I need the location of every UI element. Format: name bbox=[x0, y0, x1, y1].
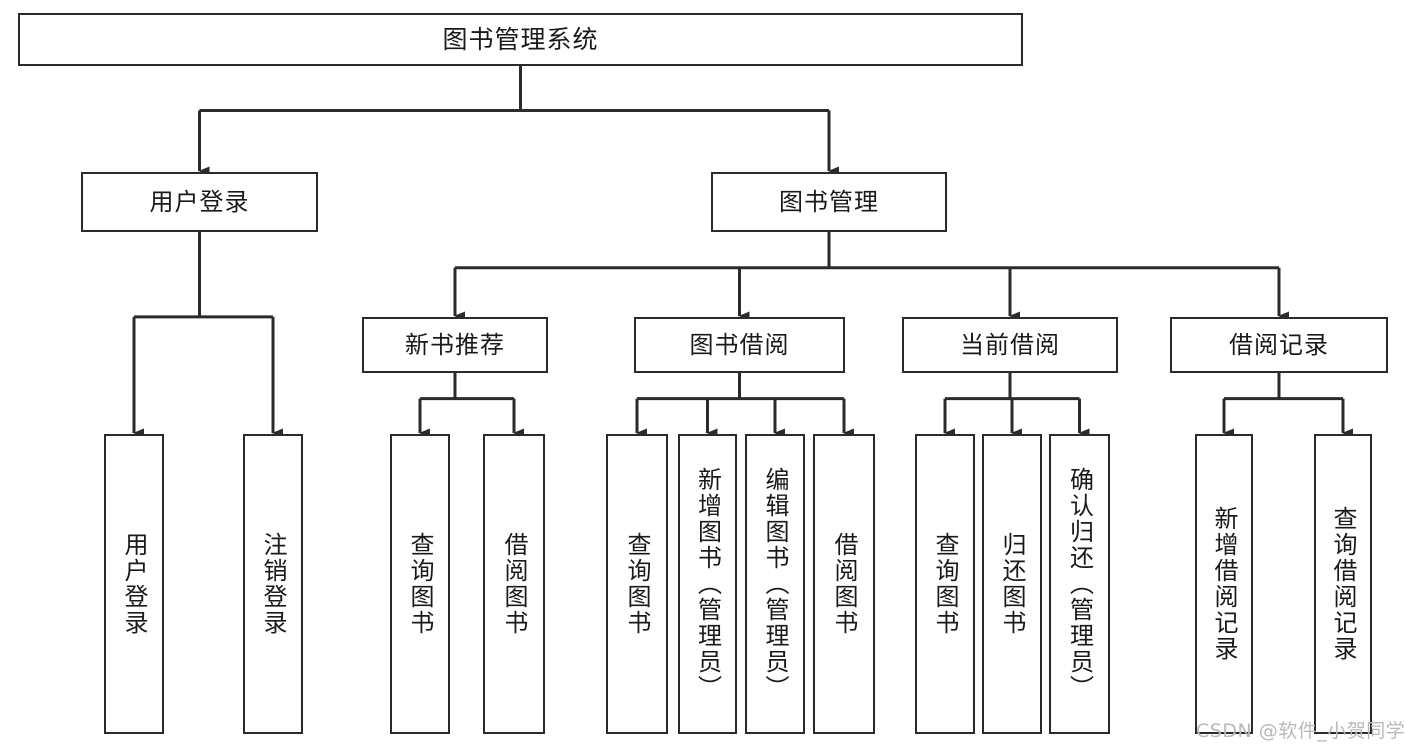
node-borrow-record[interactable]: 借阅记录 bbox=[1170, 317, 1388, 373]
node-leaf-query-book-1[interactable]: 查询图书 bbox=[390, 434, 450, 734]
node-label: 借阅记录 bbox=[1229, 330, 1329, 359]
node-leaf-query-book-2[interactable]: 查询图书 bbox=[606, 434, 668, 734]
node-leaf-confirm-return[interactable]: 确认归还（管理员） bbox=[1049, 434, 1110, 734]
node-leaf-query-record[interactable]: 查询借阅记录 bbox=[1314, 434, 1372, 734]
node-label: 图书管理 bbox=[779, 187, 879, 216]
node-label: 借阅图书 bbox=[830, 532, 858, 636]
node-leaf-add-book[interactable]: 新增图书（管理员） bbox=[678, 434, 737, 734]
node-label: 新增图书（管理员） bbox=[693, 467, 722, 701]
node-label: 查询借阅记录 bbox=[1329, 506, 1357, 662]
node-leaf-user-login[interactable]: 用户登录 bbox=[104, 434, 164, 734]
node-label: 归还图书 bbox=[998, 532, 1026, 636]
node-leaf-borrow-book-1[interactable]: 借阅图书 bbox=[483, 434, 545, 734]
node-label: 借阅图书 bbox=[500, 532, 528, 636]
node-label: 当前借阅 bbox=[960, 330, 1060, 359]
node-label: 图书管理系统 bbox=[442, 24, 599, 54]
node-label: 注销登录 bbox=[259, 532, 287, 636]
node-leaf-edit-book[interactable]: 编辑图书（管理员） bbox=[745, 434, 805, 734]
node-current-borrow[interactable]: 当前借阅 bbox=[902, 317, 1118, 373]
node-label: 确认归还（管理员） bbox=[1065, 467, 1094, 701]
node-label: 查询图书 bbox=[406, 532, 434, 636]
node-label: 查询图书 bbox=[623, 532, 651, 636]
node-label: 图书借阅 bbox=[689, 330, 790, 359]
node-label: 用户登录 bbox=[120, 532, 148, 636]
node-root[interactable]: 图书管理系统 bbox=[18, 13, 1023, 66]
node-label: 新书推荐 bbox=[405, 330, 505, 359]
node-leaf-logout[interactable]: 注销登录 bbox=[243, 434, 303, 734]
node-book-borrow[interactable]: 图书借阅 bbox=[634, 317, 845, 373]
node-leaf-add-record[interactable]: 新增借阅记录 bbox=[1195, 434, 1253, 734]
node-label: 编辑图书（管理员） bbox=[761, 467, 789, 701]
node-label: 用户登录 bbox=[149, 187, 250, 216]
watermark-label: CSDN @软件_小贺同学 bbox=[1196, 720, 1405, 742]
node-book-management[interactable]: 图书管理 bbox=[711, 172, 947, 232]
node-label: 查询图书 bbox=[931, 532, 959, 636]
node-leaf-borrow-book-2[interactable]: 借阅图书 bbox=[813, 434, 875, 734]
node-user-login[interactable]: 用户登录 bbox=[81, 172, 318, 232]
node-new-book-recommend[interactable]: 新书推荐 bbox=[362, 317, 548, 373]
node-label: 新增借阅记录 bbox=[1210, 506, 1238, 662]
node-leaf-query-book-3[interactable]: 查询图书 bbox=[915, 434, 975, 734]
node-leaf-return-book[interactable]: 归还图书 bbox=[982, 434, 1042, 734]
